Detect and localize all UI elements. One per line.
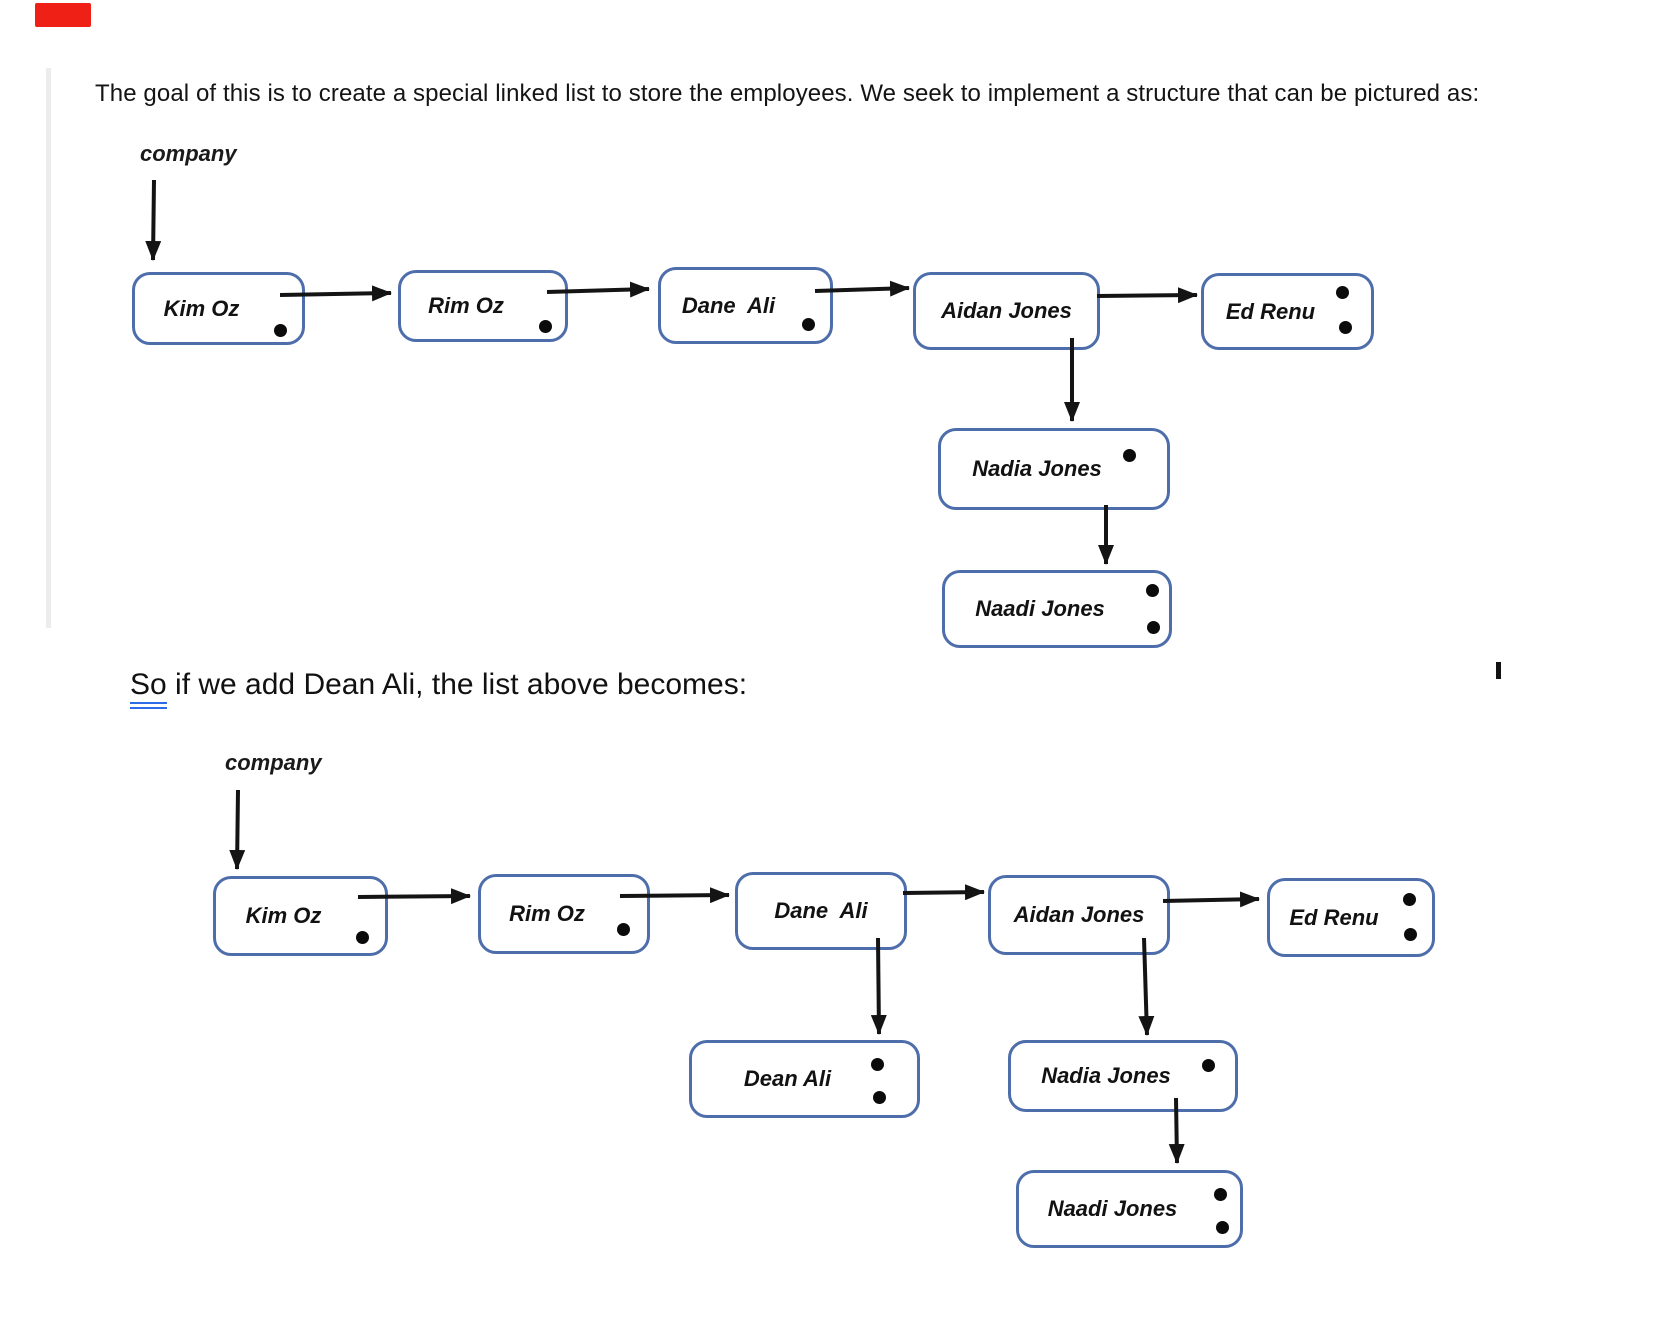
null-pointer-dot — [356, 931, 369, 944]
null-pointer-dot — [873, 1091, 886, 1104]
node-label: Rim Oz — [509, 901, 585, 926]
cursor-tick-artifact — [1496, 662, 1501, 679]
null-pointer-dot — [1123, 449, 1136, 462]
company-pointer-label-2: company — [225, 750, 322, 775]
node-naadi-jones-1: Naadi Jones — [942, 570, 1172, 648]
null-pointer-dot — [802, 318, 815, 331]
arrow-company-to-kim-1 — [145, 179, 162, 261]
node-dane-ali-1: Dane Ali — [658, 267, 833, 344]
node-label: Aidan Jones — [941, 298, 1072, 323]
null-pointer-dot — [1339, 321, 1352, 334]
arrow-dane-to-aidan-2 — [902, 884, 985, 901]
node-dane-ali-2: Dane Ali — [735, 872, 907, 950]
node-rim-oz-2: Rim Oz — [478, 874, 650, 954]
node-label: Ed Renu — [1225, 298, 1316, 324]
node-label: Rim Oz — [428, 293, 504, 318]
node-label: Ed Renu — [1289, 904, 1379, 930]
node-kim-oz-1: Kim Oz — [132, 272, 305, 345]
null-pointer-dot — [1146, 584, 1159, 597]
null-pointer-dot — [1336, 286, 1349, 299]
node-label: Dane Ali — [774, 898, 868, 923]
node-label: Dean Ali — [743, 1066, 832, 1091]
node-dean-ali-2: Dean Ali — [689, 1040, 920, 1118]
node-nadia-jones-1: Nadia Jones — [938, 428, 1170, 510]
node-label: Nadia Jones — [972, 456, 1102, 481]
node-ed-renu-2: Ed Renu — [1267, 878, 1435, 957]
node-label: Aidan Jones — [1013, 902, 1145, 927]
null-pointer-dot — [1403, 893, 1416, 906]
arrow-aidan-to-ed-2 — [1162, 891, 1260, 908]
node-label: Dane Ali — [681, 292, 776, 318]
null-pointer-dot — [1216, 1221, 1229, 1234]
node-rim-oz-1: Rim Oz — [398, 270, 568, 342]
page-title: The goal of this is to create a special … — [95, 80, 1480, 107]
null-pointer-dot — [871, 1058, 884, 1071]
red-marker-artifact — [35, 3, 91, 27]
left-margin-rule — [46, 68, 51, 628]
null-pointer-dot — [1202, 1059, 1215, 1072]
null-pointer-dot — [1214, 1188, 1227, 1201]
node-label: Nadia Jones — [1041, 1063, 1171, 1088]
null-pointer-dot — [1147, 621, 1160, 634]
node-label: Naadi Jones — [1047, 1196, 1178, 1221]
arrow-dane-to-dean-2 — [870, 937, 887, 1035]
node-naadi-jones-2: Naadi Jones — [1016, 1170, 1243, 1248]
node-label: Kim Oz — [163, 295, 240, 321]
grammar-underlined-word: So — [130, 668, 167, 709]
company-pointer-label-1: company — [140, 141, 237, 166]
subtitle-rest: if we add Dean Ali, the list above becom… — [166, 668, 748, 701]
null-pointer-dot — [274, 324, 287, 337]
arrow-aidan-to-ed-1 — [1096, 287, 1198, 304]
null-pointer-dot — [1404, 928, 1417, 941]
node-aidan-jones-1: Aidan Jones — [913, 272, 1100, 350]
node-label: Naadi Jones — [975, 596, 1105, 621]
node-aidan-jones-2: Aidan Jones — [988, 875, 1170, 955]
null-pointer-dot — [617, 923, 630, 936]
node-kim-oz-2: Kim Oz — [213, 876, 388, 956]
node-label: Kim Oz — [245, 903, 322, 928]
subtitle-text: So if we add Dean Ali, the list above be… — [130, 668, 748, 709]
node-ed-renu-1: Ed Renu — [1201, 273, 1374, 350]
arrow-company-to-kim-2 — [229, 789, 246, 870]
null-pointer-dot — [539, 320, 552, 333]
node-nadia-jones-2: Nadia Jones — [1008, 1040, 1238, 1112]
